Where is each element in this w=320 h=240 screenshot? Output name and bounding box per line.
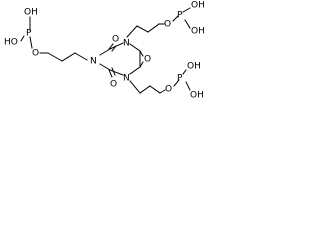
- bond-left-n-c1: [74, 52, 88, 61]
- atom-oh-left-1: OH: [24, 8, 38, 18]
- atom-oh-top-2: OH: [191, 27, 205, 37]
- atom-n-left: N: [90, 57, 97, 67]
- atom-o-carbonyl-right: O: [144, 55, 151, 65]
- chemical-structure-diagram: N N N O O O O O O P P P OH HO OH OH OH O…: [4, 1, 205, 101]
- bond-left-c1-c2: [61, 52, 76, 62]
- bond-ring-c-bottomright-n-bottom: [129, 66, 141, 75]
- bond-carbonyl-right-a: [139, 50, 144, 57]
- bond-ring-n-top-c-topright: [129, 43, 141, 52]
- bond-carbonyl-top-b: [111, 45, 117, 52]
- bond-top-p-oh1: [182, 7, 191, 13]
- bond-bottom-p-oh1: [182, 69, 187, 75]
- bond-ring-n-left-c-topleft: [99, 48, 111, 56]
- bond-bottom-c1-c2: [139, 85, 151, 94]
- atom-n-top: N: [123, 39, 130, 49]
- atom-o-carbonyl-bottom: O: [110, 80, 117, 90]
- bond-top-n-c1: [126, 25, 138, 38]
- atom-o-ether-bottom: O: [165, 85, 172, 95]
- bond-top-c2-c3: [147, 23, 160, 33]
- top-phosphite-arm: [126, 7, 191, 38]
- atom-oh-left-2: HO: [4, 38, 18, 48]
- triazine-ring: [99, 42, 141, 76]
- bond-carbonyl-bottom-b: [111, 67, 116, 76]
- carbonyl-bonds: [108, 43, 144, 78]
- bond-bottom-p-oh2: [185, 81, 191, 91]
- atom-p-top: P: [177, 11, 183, 21]
- bond-bottom-c3-o: [159, 89, 166, 94]
- bond-bottom-n-c1: [129, 80, 141, 94]
- bond-left-o-p: [29, 36, 33, 49]
- atom-o-ether-top: O: [164, 20, 171, 30]
- bond-carbonyl-top-a: [108, 43, 114, 50]
- bond-top-c1-c2: [136, 25, 149, 33]
- bond-ring-n-bottom-c-bottomleft: [109, 69, 124, 76]
- atom-o-carbonyl-top: O: [112, 35, 119, 45]
- bond-top-p-oh2: [184, 19, 191, 29]
- atom-p-left: P: [26, 29, 32, 39]
- bottom-phosphite-arm: [129, 69, 191, 94]
- bond-carbonyl-right-b: [139, 61, 144, 68]
- bond-left-p-oh2: [20, 35, 25, 42]
- bond-bottom-o-p: [173, 79, 180, 87]
- left-phosphite-arm: [20, 16, 88, 62]
- bond-ring-c-bottomleft-n-left: [99, 63, 111, 71]
- atom-o-ether-left: O: [32, 49, 39, 59]
- atom-labels: N N N O O O O O O P P P OH HO OH OH OH O…: [4, 1, 205, 101]
- atom-oh-bottom-1: OH: [187, 62, 201, 72]
- atom-n-bottom: N: [123, 74, 130, 84]
- atom-oh-bottom-2: OH: [190, 91, 204, 101]
- atom-p-bottom: P: [177, 74, 183, 84]
- bond-top-o-p: [172, 15, 179, 22]
- bond-left-c2-c3: [47, 52, 63, 62]
- bond-bottom-c2-c3: [149, 85, 161, 94]
- bond-carbonyl-bottom-a: [108, 69, 113, 78]
- atom-oh-top-1: OH: [191, 1, 205, 11]
